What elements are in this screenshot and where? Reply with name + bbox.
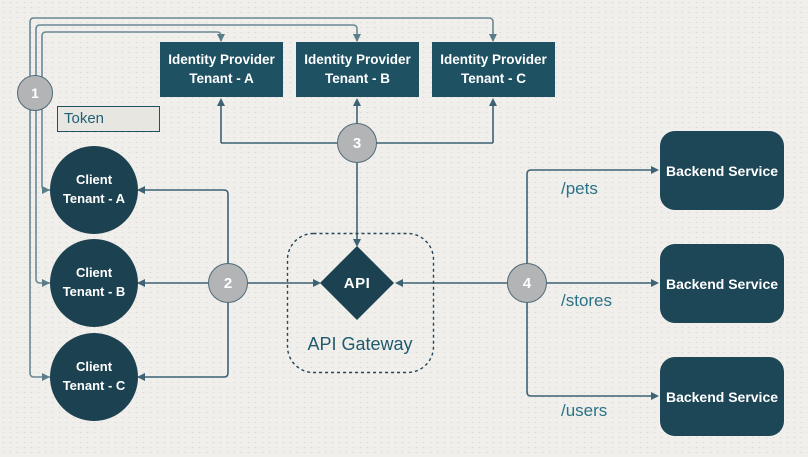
client-a-line2: Tenant - A xyxy=(62,191,126,206)
client-b-line2: Tenant - B xyxy=(62,284,126,299)
connector-client-c-idp-c xyxy=(29,17,494,378)
arrow-into-backend1 xyxy=(651,166,659,174)
backend-3-label: Backend Service xyxy=(665,388,779,405)
connector-client-b-idp-b xyxy=(35,24,358,284)
arrow-into-api-left xyxy=(313,279,321,287)
arrow-into-client-c-right xyxy=(137,373,145,381)
api-gateway-boundary xyxy=(286,232,435,374)
arrow-into-client-c-left xyxy=(42,373,50,381)
idp-b-line1: Identity Provider xyxy=(304,51,411,67)
step-circle-2: 2 xyxy=(208,263,248,303)
backend-2-label: Backend Service xyxy=(665,275,779,292)
step-1-number: 1 xyxy=(31,85,39,101)
arrow-into-backend2 xyxy=(651,279,659,287)
route-stores-text: /stores xyxy=(561,291,613,310)
arrow-into-client-b-right xyxy=(137,279,145,287)
backend-1-label: Backend Service xyxy=(665,162,779,179)
connector-step4-to-backend3 xyxy=(526,283,654,397)
client-a-line1: Client xyxy=(75,172,113,188)
identity-provider-tenant-a: Identity Provider Tenant - A xyxy=(160,42,283,97)
arrow-into-idp-a-top xyxy=(217,34,225,42)
arrow-into-idp-c-bottom xyxy=(489,98,497,106)
arrow-into-idp-c-top xyxy=(489,34,497,42)
client-tenant-c: Client Tenant - C xyxy=(50,333,138,421)
route-pets-text: /pets xyxy=(561,179,598,198)
backend-service-3: Backend Service xyxy=(660,357,784,436)
idp-c-line2: Tenant - C xyxy=(461,70,526,86)
idp-a-line1: Identity Provider xyxy=(168,51,275,67)
client-tenant-a: Client Tenant - A xyxy=(50,146,138,234)
step-4-number: 4 xyxy=(522,274,532,292)
idp-b-line2: Tenant - B xyxy=(325,70,390,86)
token-box: Token xyxy=(57,106,160,132)
step-2-number: 2 xyxy=(223,274,233,292)
arrow-into-client-a-left xyxy=(42,186,50,194)
arrow-into-api-top xyxy=(353,239,361,247)
identity-provider-tenant-c: Identity Provider Tenant - C xyxy=(432,42,555,97)
idp-c-line1: Identity Provider xyxy=(440,51,547,67)
step-3-number: 3 xyxy=(352,134,362,152)
client-c-line2: Tenant - C xyxy=(62,378,126,393)
idp-a-line2: Tenant - A xyxy=(189,70,254,86)
backend-service-2: Backend Service xyxy=(660,244,784,323)
route-users-text: /users xyxy=(561,401,608,420)
route-label-users: /users xyxy=(561,401,607,421)
connector-step4-to-backend1 xyxy=(526,169,654,283)
step-circle-3: 3 xyxy=(337,123,377,163)
api-node-text: API xyxy=(343,274,371,292)
step-circle-4: 4 xyxy=(507,263,547,303)
token-label: Token xyxy=(64,110,105,127)
route-label-pets: /pets xyxy=(561,179,598,199)
route-label-stores: /stores xyxy=(561,291,612,311)
arrow-into-client-b-left xyxy=(42,279,50,287)
arrow-into-backend3 xyxy=(651,392,659,400)
api-diamond-shape xyxy=(320,246,394,320)
arrow-into-client-a-right xyxy=(137,186,145,194)
arrow-into-api-right xyxy=(395,279,403,287)
client-tenant-b: Client Tenant - B xyxy=(50,239,138,327)
client-c-line1: Client xyxy=(75,359,113,375)
api-diamond-label: API xyxy=(331,257,383,309)
arrow-into-idp-a-bottom xyxy=(217,98,225,106)
api-gateway-text: API Gateway xyxy=(307,334,413,354)
arrow-into-idp-b-top xyxy=(353,34,361,42)
api-gateway-label: API Gateway xyxy=(287,334,433,355)
arrow-into-idp-b-bottom xyxy=(353,98,361,106)
backend-service-1: Backend Service xyxy=(660,131,784,210)
client-b-line1: Client xyxy=(75,265,113,281)
identity-provider-tenant-b: Identity Provider Tenant - B xyxy=(296,42,419,97)
step-circle-1: 1 xyxy=(17,75,53,111)
